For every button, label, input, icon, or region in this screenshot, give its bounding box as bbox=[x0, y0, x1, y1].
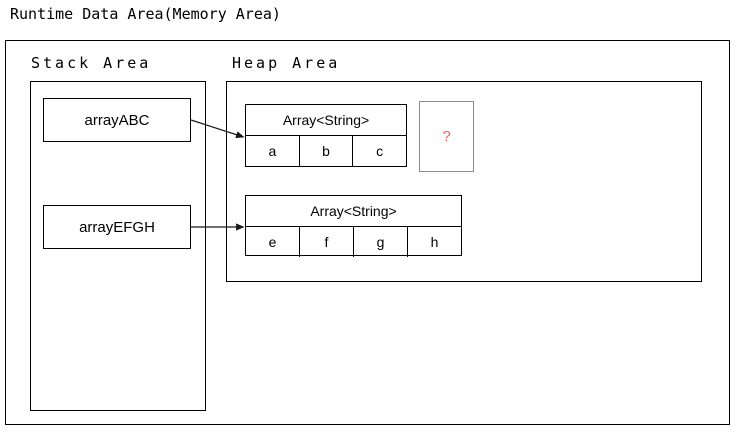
heap-object-array-abc: Array<String> a b c bbox=[245, 104, 407, 167]
stack-area-label: Stack Area bbox=[31, 54, 152, 72]
stack-variable-label: arrayEFGH bbox=[79, 218, 155, 236]
array-cell: a bbox=[246, 136, 300, 166]
array-type-label: Array<String> bbox=[246, 105, 406, 136]
unknown-reference-box: ? bbox=[419, 101, 474, 172]
stack-variable-label: arrayABC bbox=[84, 111, 150, 129]
array-cell-row: a b c bbox=[246, 136, 406, 166]
array-type-label: Array<String> bbox=[246, 196, 461, 227]
array-cell: g bbox=[354, 227, 408, 257]
stack-variable-arrayEFGH: arrayEFGH bbox=[43, 205, 191, 249]
heap-object-array-efgh: Array<String> e f g h bbox=[245, 195, 462, 257]
array-cell: b bbox=[300, 136, 354, 166]
array-cell: e bbox=[246, 227, 300, 257]
array-cell-row: e f g h bbox=[246, 227, 461, 257]
question-mark-icon: ? bbox=[442, 128, 451, 145]
heap-area-label: Heap Area bbox=[232, 54, 341, 72]
array-cell: h bbox=[430, 234, 439, 250]
array-cell: f bbox=[300, 227, 354, 257]
diagram-title: Runtime Data Area(Memory Area) bbox=[10, 5, 281, 23]
stack-variable-arrayABC: arrayABC bbox=[43, 98, 191, 142]
array-cell: c bbox=[376, 143, 384, 159]
